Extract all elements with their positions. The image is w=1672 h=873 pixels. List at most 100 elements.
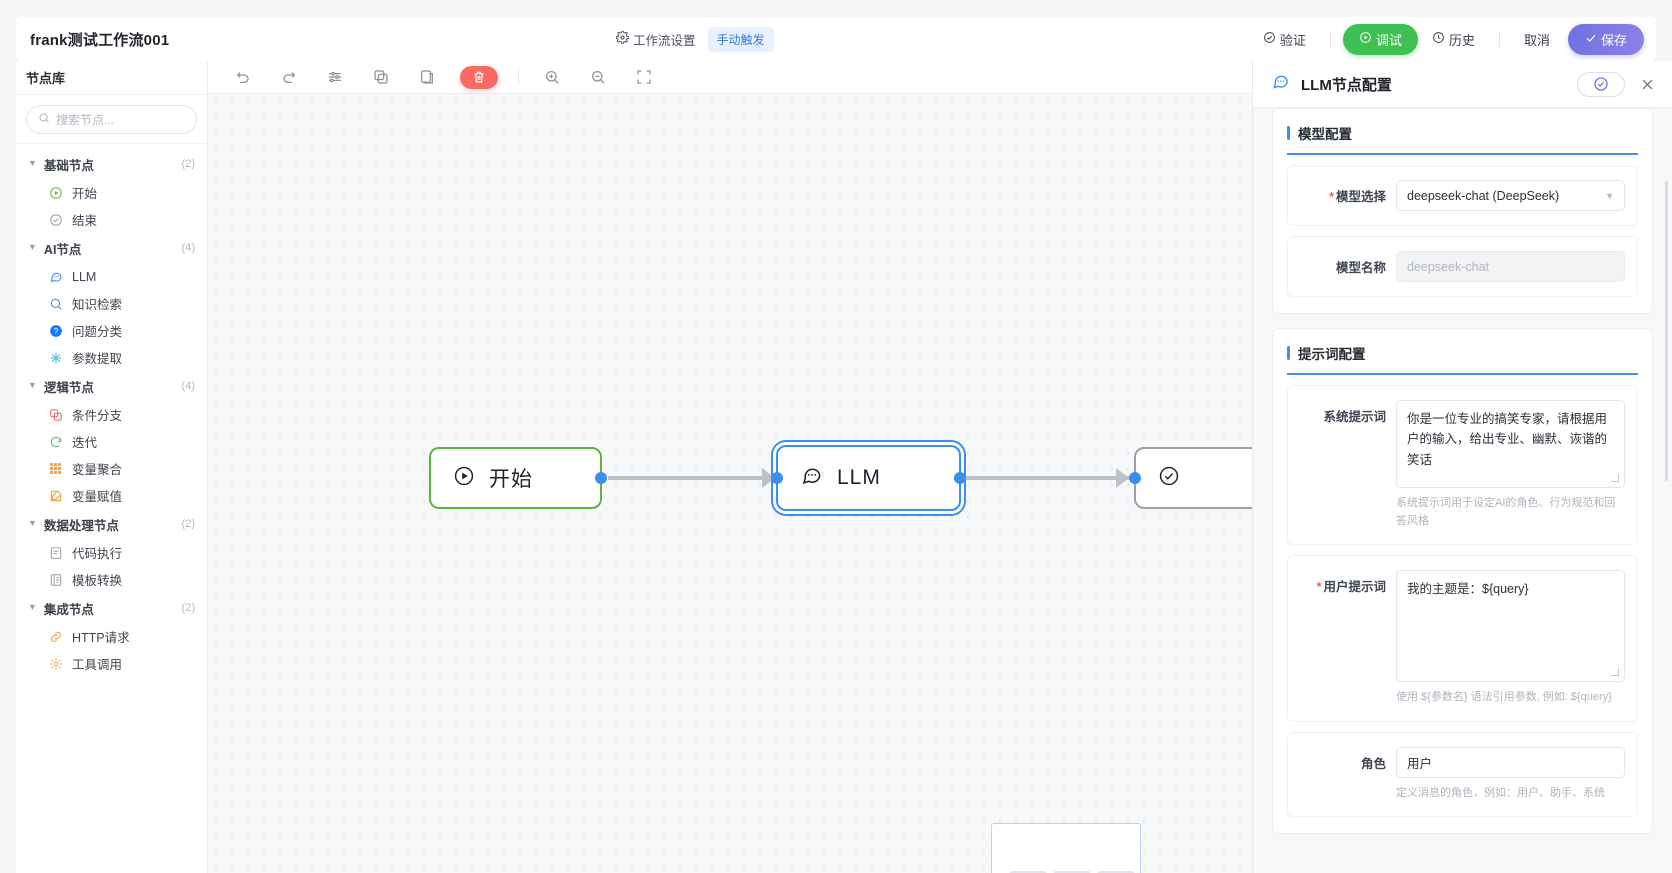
search-box[interactable] xyxy=(26,105,197,134)
magnifier-icon xyxy=(48,296,63,311)
node-item-param-extract[interactable]: 参数提取 xyxy=(16,344,207,371)
node-item-label: 模板转换 xyxy=(72,574,123,588)
panel-body[interactable]: 模型配置 *模型选择 deepseek-chat (DeepSeek) ▼ xyxy=(1253,108,1672,873)
gear-icon xyxy=(615,30,630,47)
node-item-tool-call[interactable]: 工具调用 xyxy=(16,650,207,677)
node-library-header: 节点库 xyxy=(16,61,207,95)
debug-label: 调试 xyxy=(1375,32,1402,48)
field-hint: 系统提示词用于设定AI的角色、行为规范和回答风格 xyxy=(1396,497,1616,527)
node-item-llm[interactable]: LLM xyxy=(16,263,207,290)
edge-start-to-llm[interactable] xyxy=(608,476,776,480)
copy-button[interactable] xyxy=(368,64,394,90)
minimap-node xyxy=(1010,871,1046,873)
group-count: (2) xyxy=(181,602,195,614)
node-input-port[interactable] xyxy=(1129,472,1141,484)
system-prompt-textarea[interactable]: 你是一位专业的搞笑专家，请根据用户的输入，给出专业、幽默、诙谐的笑话 xyxy=(1396,400,1625,488)
minimap-node xyxy=(1098,871,1134,873)
settings-sliders-button[interactable] xyxy=(322,64,348,90)
group-name: AI节点 xyxy=(43,242,82,257)
required-asterisk: * xyxy=(1329,190,1334,204)
node-item-label: 迭代 xyxy=(72,436,98,450)
node-item-code-exec[interactable]: 代码执行 xyxy=(16,539,207,566)
resize-grip-icon[interactable] xyxy=(1611,668,1619,677)
group-header-integration[interactable]: ▼ 集成节点 (2) xyxy=(16,593,207,623)
redo-button[interactable] xyxy=(276,64,302,90)
divider xyxy=(518,69,519,85)
check-circle-icon xyxy=(1263,31,1276,47)
history-button[interactable]: 历史 xyxy=(1420,24,1487,55)
node-item-variable-aggregate[interactable]: 变量聚合 xyxy=(16,455,207,482)
field-label-text: 模型名称 xyxy=(1335,261,1386,275)
minimap-node xyxy=(1054,871,1090,873)
group-count: (4) xyxy=(181,242,195,254)
section-prompt-config: 提示词配置 系统提示词 你是一位专业的搞笑专家，请根据用户的输入，给出专业、幽默… xyxy=(1272,328,1653,835)
node-item-condition-branch[interactable]: 条件分支 xyxy=(16,401,207,428)
validate-label: 验证 xyxy=(1279,32,1306,48)
save-button[interactable]: 保存 xyxy=(1567,23,1644,55)
node-item-variable-assign[interactable]: 变量赋值 xyxy=(16,482,207,509)
node-output-port[interactable] xyxy=(595,472,607,484)
edge-llm-to-end[interactable] xyxy=(962,476,1130,480)
validate-button[interactable]: 验证 xyxy=(1251,24,1318,55)
node-item-end[interactable]: 结束 xyxy=(16,206,207,233)
section-model-config: 模型配置 *模型选择 deepseek-chat (DeepSeek) ▼ xyxy=(1272,108,1653,314)
cancel-button[interactable]: 取消 xyxy=(1523,32,1550,48)
node-item-iteration[interactable]: 迭代 xyxy=(16,428,207,455)
node-item-http-request[interactable]: HTTP请求 xyxy=(16,623,207,650)
undo-button[interactable] xyxy=(230,64,256,90)
paste-button[interactable] xyxy=(414,64,440,90)
group-count: (2) xyxy=(181,158,195,170)
node-input-port[interactable] xyxy=(771,472,783,484)
workflow-settings-button[interactable]: 工作流设置 xyxy=(615,30,696,49)
node-item-label: 知识检索 xyxy=(72,298,123,312)
trigger-mode-chip[interactable]: 手动触发 xyxy=(707,26,774,52)
node-item-label: HTTP请求 xyxy=(72,631,130,645)
play-circle-icon xyxy=(1359,31,1372,47)
required-asterisk: * xyxy=(1316,580,1322,595)
top-bar: frank测试工作流001 工作流设置 手动触发 xyxy=(16,17,1656,61)
canvas-node-llm[interactable]: LLM xyxy=(771,445,966,511)
group-header-basic[interactable]: ▼ 基础节点 (2) xyxy=(16,149,207,179)
group-header-data[interactable]: ▼ 数据处理节点 (2) xyxy=(16,509,207,539)
resize-grip-icon[interactable] xyxy=(1611,474,1619,482)
section-accent-bar xyxy=(1287,346,1290,360)
group-header-ai[interactable]: ▼ AI节点 (4) xyxy=(16,233,207,263)
search-icon xyxy=(38,111,50,129)
group-header-logic[interactable]: ▼ 逻辑节点 (4) xyxy=(16,371,207,401)
node-output-port[interactable] xyxy=(954,472,966,484)
fit-view-button[interactable] xyxy=(631,64,657,90)
search-input[interactable] xyxy=(56,112,185,127)
field-label: *模型选择 xyxy=(1300,180,1386,205)
role-input[interactable]: 用户 xyxy=(1396,746,1625,778)
debug-button[interactable]: 调试 xyxy=(1342,23,1418,55)
zoom-out-button[interactable] xyxy=(585,64,611,90)
field-system-prompt: 系统提示词 你是一位专业的搞笑专家，请根据用户的输入，给出专业、幽默、诙谐的笑话… xyxy=(1287,385,1638,546)
loop-arrows-icon xyxy=(48,434,63,449)
chat-bubble-icon xyxy=(48,269,63,284)
node-item-label: 问题分类 xyxy=(72,325,123,339)
node-item-template-transform[interactable]: 模板转换 xyxy=(16,566,207,593)
node-item-label: 条件分支 xyxy=(72,409,123,423)
model-select-dropdown[interactable]: deepseek-chat (DeepSeek) ▼ xyxy=(1396,180,1625,211)
field-control: deepseek-chat (DeepSeek) ▼ xyxy=(1396,180,1625,211)
panel-close-button[interactable] xyxy=(1636,73,1658,95)
pencil-square-icon xyxy=(48,488,63,503)
user-prompt-textarea[interactable]: 我的主题是：${query} xyxy=(1396,570,1625,683)
node-item-knowledge-retrieval[interactable]: 知识检索 xyxy=(16,290,207,317)
chat-bubble-icon xyxy=(800,464,823,492)
grid-icon xyxy=(48,461,63,476)
model-select-value: deepseek-chat (DeepSeek) xyxy=(1407,188,1560,203)
node-item-label: LLM xyxy=(72,269,97,284)
delete-button[interactable] xyxy=(460,65,498,89)
node-item-question-classify[interactable]: ? 问题分类 xyxy=(16,317,207,344)
canvas-minimap[interactable] xyxy=(991,823,1141,873)
panel-confirm-button[interactable] xyxy=(1577,71,1625,97)
model-name-input: deepseek-chat xyxy=(1396,251,1625,282)
zoom-in-button[interactable] xyxy=(539,64,565,90)
search-area xyxy=(16,95,207,144)
panel-scrollbar[interactable] xyxy=(1665,181,1668,481)
node-item-start[interactable]: 开始 xyxy=(16,179,207,206)
canvas-node-start[interactable]: 开始 xyxy=(429,447,607,509)
panel-header: LLM节点配置 xyxy=(1253,61,1672,108)
